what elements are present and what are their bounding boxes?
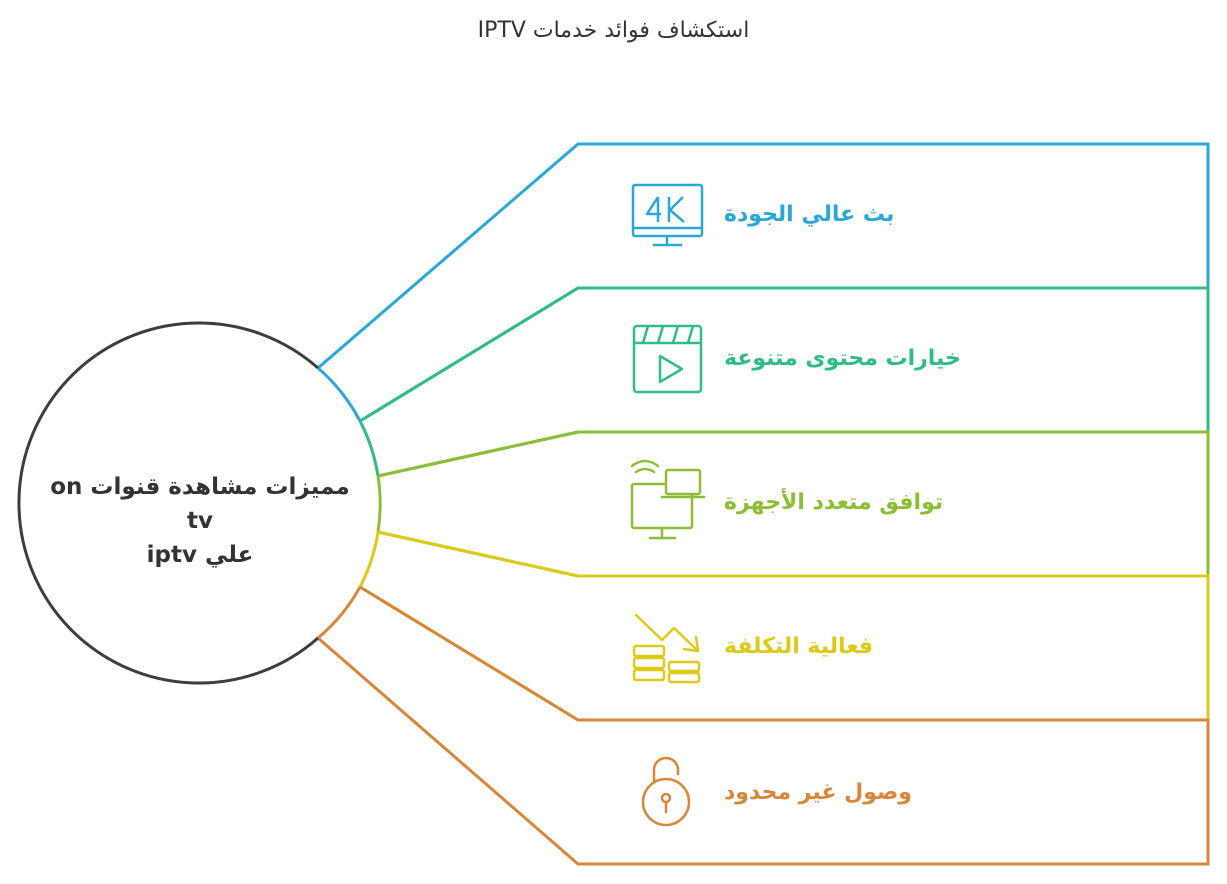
band-1 <box>317 142 1210 423</box>
multi-device-icon <box>630 459 706 540</box>
diagram-title: استكشاف فوائد خدمات IPTV <box>477 18 750 43</box>
band-5 <box>317 585 1210 866</box>
band-4 <box>358 530 1210 722</box>
item-label-content-options: خيارات محتوى متنوعة <box>724 346 961 371</box>
center-label-line-1: مميزات مشاهدة قنوات on tv <box>50 474 350 534</box>
item-label-device-compatibility: توافق متعدد الأجهزة <box>724 490 944 515</box>
item-label-cost-effectiveness: فعالية التكلفة <box>724 634 874 659</box>
video-player-icon <box>632 324 703 394</box>
center-label-line-2: علي iptv <box>146 542 254 568</box>
coins-down-icon <box>632 613 701 684</box>
item-label-high-quality: بث عالي الجودة <box>724 202 895 227</box>
unlocked-padlock-icon <box>641 756 691 827</box>
center-circle <box>17 321 319 685</box>
band-2 <box>358 286 1210 478</box>
item-label-unlimited-access: وصول غير محدود <box>724 780 912 805</box>
center-label: مميزات مشاهدة قنوات on tv علي iptv <box>40 470 360 572</box>
4k-monitor-icon <box>631 183 704 247</box>
